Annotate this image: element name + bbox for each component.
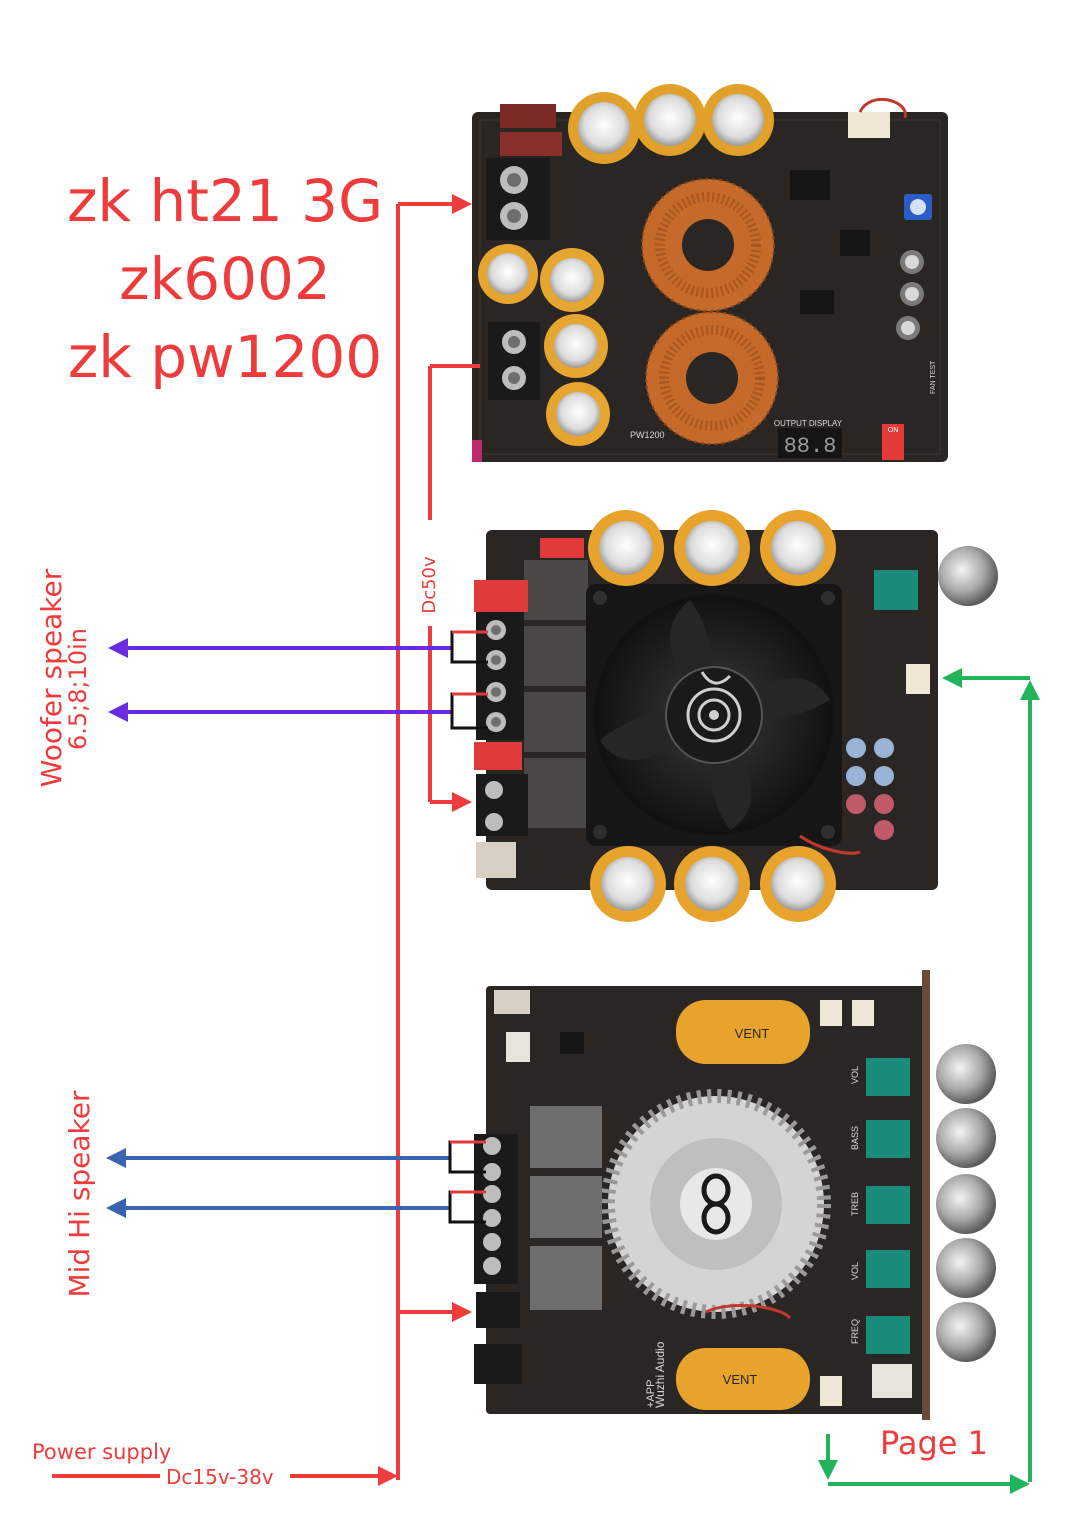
zk6002-board [474,510,998,922]
power-supply-label: Power supply [32,1440,172,1464]
infinity-logo-icon [701,1173,731,1235]
ic-chip [840,230,870,256]
cooling-fan [586,584,842,846]
speaker-relay [530,1176,602,1238]
potentiometer [866,1316,910,1354]
capacitor [702,84,774,156]
pw1200-model-label: PW1200 [630,430,665,440]
potentiometer [866,1186,910,1224]
svg-text:FREQ: FREQ [850,1319,860,1344]
usb-port [476,842,516,878]
midhi-wire-1 [106,1140,486,1174]
output-display-label: OUTPUT DISPLAY [774,419,843,428]
potentiometer [866,1058,910,1096]
capacitor [540,248,604,312]
toroid-inductor [645,311,779,445]
volume-knob [936,1044,996,1104]
title-line-2: zk6002 [119,245,331,313]
svg-text:BASS: BASS [850,1126,860,1150]
dc-jack [474,1344,522,1384]
heatsink-left [524,560,588,828]
treble-knob [936,1174,996,1234]
svg-text:VOL: VOL [850,1262,860,1280]
ic-chip [790,170,830,200]
svg-text:TREB: TREB [850,1192,860,1216]
input-terminal-block [486,158,550,240]
capacitor [674,846,750,922]
svg-text:VENT: VENT [735,1026,770,1041]
star-heatsink [601,1089,831,1319]
usb-port [872,1364,912,1398]
sub-volume-knob [936,1238,996,1298]
fuse-1 [500,104,556,128]
capacitor: VENT [676,1348,810,1410]
ic-chip [800,290,834,314]
capacitor [546,382,610,446]
capacitor [760,510,836,586]
title-line-3: zk pw1200 [67,323,383,391]
speaker-relay [530,1106,602,1168]
capacitor [588,510,664,586]
dip-switch [882,424,904,460]
potentiometer [866,1250,910,1288]
page-number-label: Page 1 [880,1424,988,1462]
signal-wire [818,668,1040,1494]
svg-text:Wuzhi Audio: Wuzhi Audio [653,1341,667,1408]
capacitor [674,510,750,586]
dc-range-label: Dc15v-38v [166,1465,274,1489]
svg-text:+APP: +APP [645,1380,657,1408]
capacitor [760,846,836,922]
fan-connector [848,112,890,138]
svg-text:FAN TEST: FAN TEST [930,360,937,394]
speaker-terminal-block [474,1134,518,1284]
woofer-wire-2 [108,692,488,730]
svg-text:VOL: VOL [850,1066,860,1084]
volume-knob [938,546,998,606]
speaker-relay [530,1246,602,1310]
speaker-relay [474,580,528,612]
ic-chip [560,1032,584,1054]
display-digits: 88.8 [784,434,837,459]
potentiometer [874,570,918,610]
power-terminal-block [476,1292,520,1328]
output-display [778,428,842,458]
bass-knob [936,1108,996,1168]
power-terminal-block [476,774,528,836]
woofer-size-label: 6.5;8;10in [64,627,92,751]
capacitor [544,314,608,378]
power-supply-wire [52,194,472,1486]
toroid-inductor [641,178,775,312]
potentiometer [866,1120,910,1158]
midhi-wire-2 [106,1190,486,1224]
svg-text:VENT: VENT [723,1372,758,1387]
title-line-1: zk ht21 3G [66,167,384,235]
woofer-wire-1 [108,630,488,664]
frequency-knob [936,1302,996,1362]
capacitor [568,92,640,164]
capacitor [634,84,706,156]
capacitor [590,846,666,922]
zk-ht21-board: VENT VENT [474,970,996,1420]
spiral-logo-icon [686,671,742,743]
dc50v-label: Dc50v [418,547,442,623]
pw1200-board: 88.8 OUTPUT DISPLAY PW1200 ON FAN TEST [472,84,948,462]
output-terminal-block [488,322,540,400]
capacitor: VENT [676,1000,810,1064]
midhi-speaker-label: Mid Hi speaker [63,1090,96,1298]
fan-connector [906,664,930,694]
capacitor [478,244,538,304]
speaker-relay [474,742,522,770]
fuse-2 [500,132,562,156]
svg-text:ON: ON [888,427,899,434]
